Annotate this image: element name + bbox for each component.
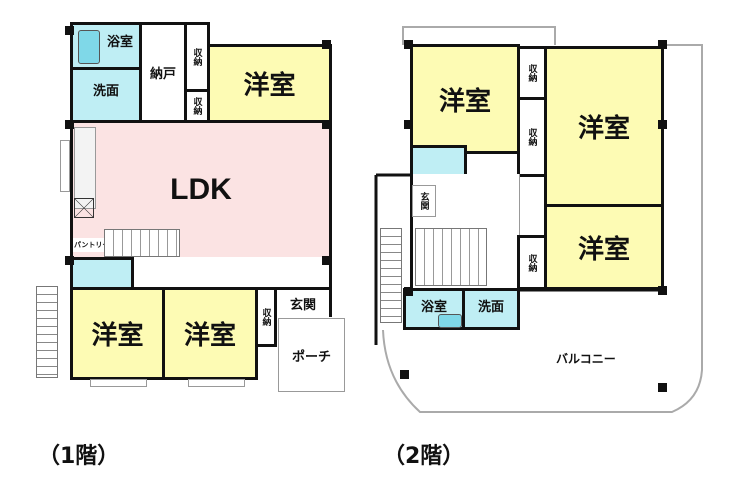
window: [60, 140, 70, 192]
room-toilet-2f: [410, 145, 467, 177]
column: [400, 370, 409, 379]
column: [658, 40, 667, 49]
column: [658, 286, 667, 295]
room-entrance-1f: 玄関: [274, 287, 332, 317]
room-western-2f-big: 洋室: [544, 46, 664, 207]
room-label: 洗面: [477, 300, 504, 315]
column: [322, 256, 331, 265]
storage-2f-b: 収納: [517, 97, 547, 177]
room-label: 収納: [191, 97, 202, 115]
bathtub-icon: [78, 30, 100, 64]
exterior-stairs-2f: [380, 228, 402, 323]
entrance-2f: 玄関: [412, 185, 436, 217]
window: [90, 379, 147, 387]
storage-1f-c: 収納: [255, 287, 277, 347]
column: [65, 26, 74, 35]
room-washroom-2f: 洗面: [462, 288, 520, 330]
room-label: 収納: [526, 64, 537, 82]
room-label: 洋室: [91, 321, 144, 351]
room-label: 洋室: [183, 321, 236, 351]
room-label: 洋室: [577, 114, 630, 144]
room-label: 浴室: [420, 300, 447, 315]
floor1-caption: （1階）: [38, 444, 120, 469]
room-label: 玄関: [418, 192, 429, 210]
fridge-space-icon: [74, 198, 94, 218]
bathtub-icon: [438, 314, 462, 328]
column: [65, 256, 74, 265]
storage-2f-a: 収納: [517, 46, 547, 100]
room-label: 玄関: [289, 298, 316, 313]
window: [188, 379, 245, 387]
room-western-2f-tl: 洋室: [410, 44, 520, 154]
interior-stairs-2f: [415, 228, 487, 286]
room-label: 洋室: [577, 234, 630, 265]
storage-1f-b: 収納: [184, 89, 210, 123]
porch-1f: ポーチ: [278, 318, 345, 392]
column: [658, 120, 667, 129]
room-label: 洋室: [243, 71, 296, 101]
column: [404, 120, 413, 129]
room-label: 収納: [191, 48, 202, 66]
exterior-stairs-1f: [36, 286, 58, 378]
room-label: 収納: [526, 253, 537, 272]
column: [65, 120, 74, 129]
balcony-label: バルコニー: [556, 352, 616, 366]
storage-2f-c: 収納: [517, 235, 547, 290]
column: [658, 383, 667, 392]
room-western-2f-right: 洋室: [544, 204, 664, 290]
room-label: ポーチ: [291, 349, 331, 365]
room-label: 洗面: [92, 84, 119, 99]
room-label: LDK: [170, 173, 232, 206]
column: [322, 40, 331, 49]
floor2-caption: （2階）: [383, 444, 465, 469]
room-label: 収納: [260, 308, 271, 326]
interior-stairs-1f: [104, 229, 180, 257]
column: [322, 120, 331, 129]
pantry-label: パントリー: [73, 238, 111, 252]
room-label: 収納: [526, 128, 537, 146]
column: [404, 40, 413, 49]
column: [404, 287, 413, 296]
room-label: 納戸: [149, 67, 176, 82]
room-label: 洋室: [438, 86, 491, 117]
room-label: 浴室: [106, 35, 133, 50]
